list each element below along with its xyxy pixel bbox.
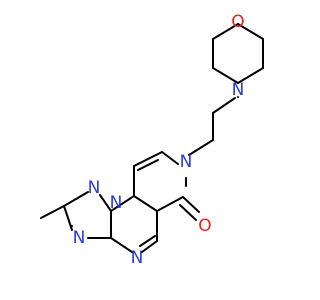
molecule-structure-diagram: O N N O N N N N [40,12,264,268]
atom-carbonyl-oxygen: O [198,216,211,236]
bond [212,67,239,84]
svg-text:N: N [73,228,86,248]
atom-fused-nitrogen: N [110,193,123,213]
bond [141,240,158,253]
svg-text:O: O [198,216,211,236]
svg-text:N: N [232,80,245,100]
bond [139,235,156,247]
svg-text:N: N [131,248,144,268]
bond [156,196,184,212]
bond [188,139,214,156]
svg-text:O: O [231,12,244,32]
atom-triazole-nitrogen-bottom: N [73,228,86,248]
bond [133,195,158,212]
svg-text:N: N [110,193,123,213]
bond [110,195,135,212]
svg-text:N: N [180,152,193,172]
atom-pyridone-nitrogen: N [180,152,193,172]
svg-text:N: N [88,178,101,198]
bond [182,196,200,213]
bond [40,205,65,219]
bond [137,159,159,171]
atom-morpholine-oxygen: O [231,12,244,32]
atom-morpholine-nitrogen: N [232,80,245,100]
bond-layer [40,23,264,253]
atom-label-layer: O N N O N N N N [73,12,245,268]
bond [212,23,239,40]
bond [63,205,73,231]
bond [133,151,163,167]
bond [179,204,197,221]
bond [99,194,112,212]
bond [237,67,264,84]
bond [237,23,264,40]
atom-pyrimidine-nitrogen: N [131,248,144,268]
bond [63,191,89,207]
atom-triazole-nitrogen-top: N [88,178,101,198]
bond [212,97,236,114]
bond [110,237,133,253]
bond [161,151,179,165]
